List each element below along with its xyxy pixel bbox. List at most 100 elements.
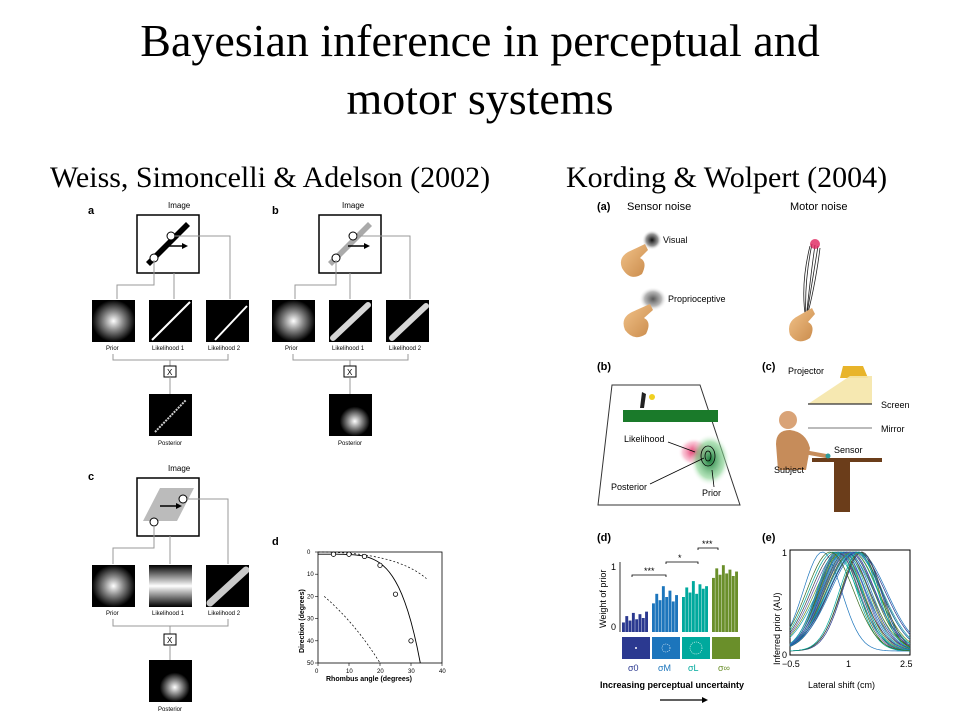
inferred-prior-curve bbox=[789, 551, 911, 651]
connector-lines-a bbox=[116, 235, 231, 299]
connector-lines-b bbox=[294, 235, 411, 299]
title-line-2: motor systems bbox=[346, 73, 614, 124]
inferred-prior-curve bbox=[789, 551, 911, 652]
arrow-head-c bbox=[176, 503, 182, 509]
weight-bar bbox=[695, 593, 699, 632]
panel-a-label: a bbox=[88, 205, 95, 217]
left-figure: a Image Prior Likelihood 1 Likelihood 2 … bbox=[88, 201, 446, 713]
d-ytick-0: 0 bbox=[611, 622, 616, 632]
inferred-prior-curve bbox=[789, 551, 911, 646]
posterior-dots-a bbox=[154, 399, 187, 433]
multiply-connector-a bbox=[112, 354, 229, 366]
weight-bar bbox=[731, 576, 735, 632]
hand-proprioceptive-icon bbox=[623, 304, 653, 338]
sensor-noise-label: Sensor noise bbox=[627, 201, 691, 213]
sensor-label: Sensor bbox=[834, 445, 863, 455]
likelihood2-label-b: Likelihood 2 bbox=[389, 346, 422, 352]
d-ytick-label: 20 bbox=[307, 594, 314, 600]
significance-brackets bbox=[631, 547, 719, 577]
weight-bar bbox=[725, 573, 729, 632]
weight-bar bbox=[645, 611, 648, 632]
d-data-point bbox=[330, 551, 337, 557]
e-ytick-0: 0 bbox=[782, 650, 787, 660]
d-plot-area bbox=[317, 551, 443, 664]
image-label-c: Image bbox=[168, 464, 191, 473]
arrow-head-b bbox=[364, 243, 370, 249]
weight-bar bbox=[698, 584, 702, 632]
weight-bar bbox=[641, 618, 645, 632]
inferred-prior-curve bbox=[789, 551, 911, 652]
weight-of-prior-chart bbox=[619, 562, 738, 632]
inferred-prior-curves bbox=[789, 551, 911, 652]
d-xtick-label: 40 bbox=[439, 669, 446, 675]
weight-bar bbox=[688, 592, 692, 632]
screen-label: Screen bbox=[881, 400, 910, 410]
d-dotted-lower bbox=[323, 596, 381, 664]
d-xtick-label: 20 bbox=[377, 669, 384, 675]
likelihood1-label-a: Likelihood 1 bbox=[152, 346, 185, 352]
likelihood2-band-c bbox=[206, 566, 250, 607]
subject-body-icon bbox=[776, 430, 810, 470]
weight-bar bbox=[685, 587, 689, 632]
weight-bar bbox=[638, 614, 642, 632]
sigmaL-swatch bbox=[682, 637, 710, 659]
mirror-label: Mirror bbox=[881, 424, 905, 434]
hand-visual-icon bbox=[620, 244, 648, 277]
weight-bar bbox=[701, 588, 705, 632]
weight-bar bbox=[715, 568, 719, 632]
proprioceptive-noise-blob bbox=[639, 287, 667, 311]
prior-label-c: Prior bbox=[106, 611, 119, 617]
weight-bar bbox=[671, 601, 675, 632]
image-box-c bbox=[136, 477, 200, 537]
d-ytick-label: 30 bbox=[307, 617, 314, 623]
weight-bar bbox=[675, 595, 678, 632]
hand-motor-icon bbox=[789, 308, 815, 342]
prior-pointer bbox=[711, 469, 715, 488]
d-ylabel: Direction (degrees) bbox=[299, 589, 306, 653]
uncertainty-arrow-head bbox=[702, 697, 708, 703]
panel-c-label: c bbox=[88, 471, 94, 483]
d-ytick-1: 1 bbox=[611, 562, 616, 572]
weight-bar bbox=[691, 581, 695, 632]
posterior-label-right: Posterior bbox=[611, 482, 647, 492]
posterior-map-b bbox=[329, 394, 372, 436]
d-data-point bbox=[408, 638, 414, 644]
posterior-pointer bbox=[649, 457, 705, 485]
pen-icon bbox=[640, 392, 646, 408]
d-ytick-label: 50 bbox=[307, 661, 314, 667]
weight-bar bbox=[712, 577, 715, 632]
likelihood-pointer bbox=[667, 441, 696, 453]
likelihood2-band-b bbox=[389, 303, 429, 341]
sigmaM-cloud bbox=[661, 643, 671, 653]
d-data-point bbox=[346, 551, 352, 557]
sigmaM-swatch bbox=[652, 637, 680, 659]
multiply-connector-b bbox=[292, 354, 409, 366]
panel-c-label-right: (c) bbox=[762, 361, 776, 373]
weight-bar bbox=[628, 620, 632, 632]
subject-head-icon bbox=[779, 411, 797, 429]
table-top bbox=[812, 458, 882, 462]
sigmaL-label: σL bbox=[688, 663, 699, 673]
table-leg bbox=[834, 462, 850, 512]
prior-label-a: Prior bbox=[106, 346, 119, 352]
increasing-uncertainty-label: Increasing perceptual uncertainty bbox=[600, 680, 744, 690]
inferred-prior-curve bbox=[789, 551, 911, 646]
prior-label-right: Prior bbox=[702, 488, 721, 498]
likelihood-label-right: Likelihood bbox=[624, 434, 665, 444]
inferred-prior-curve bbox=[789, 551, 911, 652]
slide-title: Bayesian inference in perceptual and mot… bbox=[0, 12, 960, 128]
d-data-point bbox=[392, 591, 399, 597]
multiply-symbol-c: X bbox=[167, 636, 173, 645]
subject-arm-icon bbox=[802, 450, 828, 458]
aperture-c2 bbox=[149, 517, 159, 527]
visual-noise-blob bbox=[642, 230, 662, 250]
multiply-connector-c bbox=[112, 619, 229, 634]
panel-d-label-right: (d) bbox=[597, 532, 611, 544]
likelihood1-map-c bbox=[149, 565, 192, 607]
sigma0-label: σ0 bbox=[628, 663, 639, 673]
weight-bar bbox=[661, 586, 665, 632]
sigma0-dot bbox=[635, 647, 637, 649]
e-xtick-3: 2.5 bbox=[900, 659, 913, 669]
